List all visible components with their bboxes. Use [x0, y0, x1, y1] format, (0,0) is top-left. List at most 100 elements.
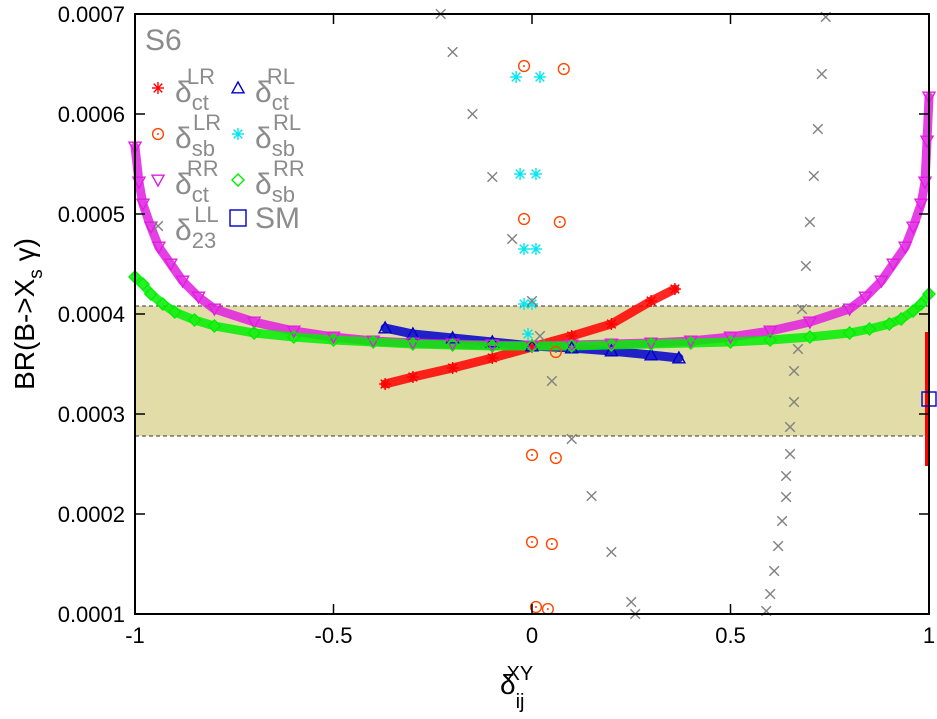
series-sb-rr-point	[644, 337, 659, 351]
series-ct-rr-point	[524, 340, 540, 354]
series-ct-lr-point	[668, 283, 681, 295]
series-sb-rr-point	[604, 338, 619, 352]
series-23-ll-point	[784, 448, 796, 460]
series-sb-lr-point	[541, 602, 554, 616]
series-23-ll-point	[447, 46, 458, 58]
legend-marker	[230, 80, 246, 94]
series-sb-rr-point	[326, 333, 341, 347]
legend-marker	[150, 174, 166, 188]
series-23-ll-point	[812, 123, 824, 135]
series-23-ll-point	[796, 303, 808, 315]
series-sb-rr-point	[366, 335, 381, 349]
legend-entry-sm: SM	[229, 202, 300, 235]
y-axis-title: BR(B->Xs γ)	[9, 238, 47, 390]
series-sb-rr-point	[683, 336, 698, 350]
series-sb-lr-point	[549, 451, 562, 465]
legend-marker	[152, 220, 164, 232]
series-ct-rr-point	[874, 275, 889, 289]
series-sb-rr-point	[914, 297, 929, 311]
series-sb-rr-point	[763, 333, 778, 347]
series-23-ll-point	[772, 540, 784, 552]
series-sb-rr-point	[842, 326, 857, 340]
legend-label: δctLR	[175, 64, 215, 115]
series-23-ll-point	[788, 396, 800, 408]
legend-marker	[232, 128, 244, 140]
series-sb-lr-point	[545, 537, 558, 551]
x-axis-title: δijXY	[500, 663, 533, 713]
series-23-ll-point	[625, 596, 637, 608]
series-23-ll-point	[784, 421, 796, 433]
series-23-ll-point	[526, 295, 538, 307]
series-ct-rr-point	[135, 198, 151, 212]
series-sb-rr-point	[167, 305, 182, 319]
series-sb-rr-point	[445, 338, 460, 352]
series-sb-lr-point	[517, 212, 531, 226]
series-ct-rr-point	[286, 325, 301, 339]
series-ct-rl-point	[377, 320, 393, 334]
legend-entry-23-ll: δ23LL	[152, 202, 219, 253]
series-ct-rr-point	[763, 325, 778, 339]
series-sb-rr-point	[882, 317, 897, 331]
series-sb-rr-point	[802, 330, 817, 344]
series-ct-rr-point	[723, 331, 738, 345]
legend-label: SM	[255, 202, 300, 235]
series-ct-lr-point	[645, 295, 658, 307]
scenario-label: S6	[145, 24, 182, 57]
series-sb-rl-point	[510, 71, 523, 83]
svg-text:BR(B->Xs γ): BR(B->Xs γ)	[9, 238, 47, 390]
series-ct-rl-point	[671, 350, 687, 364]
series-ct-rr-point	[905, 221, 921, 235]
series-sb-rr-point	[143, 287, 158, 301]
x-axis-title-sub: ij	[516, 691, 525, 713]
legend-label: δsbRL	[255, 110, 301, 161]
legend-marker	[152, 82, 164, 94]
y-tick-label: 0.0001	[58, 602, 125, 627]
series-sb-lr-point	[557, 62, 570, 76]
series-sb-rl-point	[518, 243, 531, 255]
y-axis-title-pre: BR(B->X	[9, 278, 40, 390]
series-23-ll-point	[804, 216, 816, 228]
series-sb-rl-point	[522, 328, 535, 340]
series-ct-lr-point	[605, 318, 618, 330]
series-23-ll-point	[788, 365, 800, 377]
series-sb-rr-point	[862, 322, 877, 336]
series-sb-rr-point	[247, 326, 262, 340]
series-23-ll-point	[467, 108, 478, 120]
x-tick-label: -0.5	[315, 623, 353, 648]
legend-label: δctRR	[175, 156, 219, 207]
series-23-ll-point	[768, 565, 780, 577]
series-ct-rl-point	[604, 343, 619, 357]
legend-entry-sb-rr: δsbRR	[231, 156, 305, 207]
y-tick-label: 0.0003	[58, 402, 125, 427]
series-23-ll-point	[506, 233, 518, 245]
series-sb-rl-point	[533, 71, 546, 83]
series-ct-rr-point	[802, 316, 818, 330]
series-sb-rr-point	[405, 337, 420, 351]
x-tick-label: 0.5	[715, 623, 746, 648]
series-ct-rr-point	[858, 291, 873, 305]
series-sb-rr-point	[906, 304, 921, 318]
legend-label: δsbLR	[175, 110, 221, 161]
legend-label: δsbRR	[255, 156, 305, 207]
legend-marker	[229, 209, 247, 227]
svg-text:δijXY: δijXY	[500, 663, 533, 713]
y-tick-label: 0.0006	[58, 102, 125, 127]
series-23-ll-point	[808, 170, 820, 182]
legend-entry-ct-rr: δctRR	[150, 156, 219, 207]
legend-entry-sb-rl: δsbRL	[232, 110, 301, 161]
x-tick-label: 1	[923, 623, 935, 648]
series-ct-rr-point	[163, 258, 178, 272]
legend-entry-sb-lr: δsbLR	[151, 110, 221, 161]
series-ct-lr-point	[406, 371, 419, 383]
series-ct-rr-point	[207, 303, 222, 317]
series-23-ll-point	[792, 343, 804, 355]
series-ct-rr-point	[246, 316, 262, 330]
series-sb-lr-point	[525, 535, 539, 549]
series-sb-rr-point	[525, 339, 539, 353]
series-ct-rr-point	[913, 198, 929, 212]
series-ct-lr-point	[486, 352, 499, 364]
y-axis-title-sub: s	[26, 269, 47, 279]
series-ct-rr-point	[886, 258, 901, 272]
series-sb-rr-point	[723, 335, 738, 349]
